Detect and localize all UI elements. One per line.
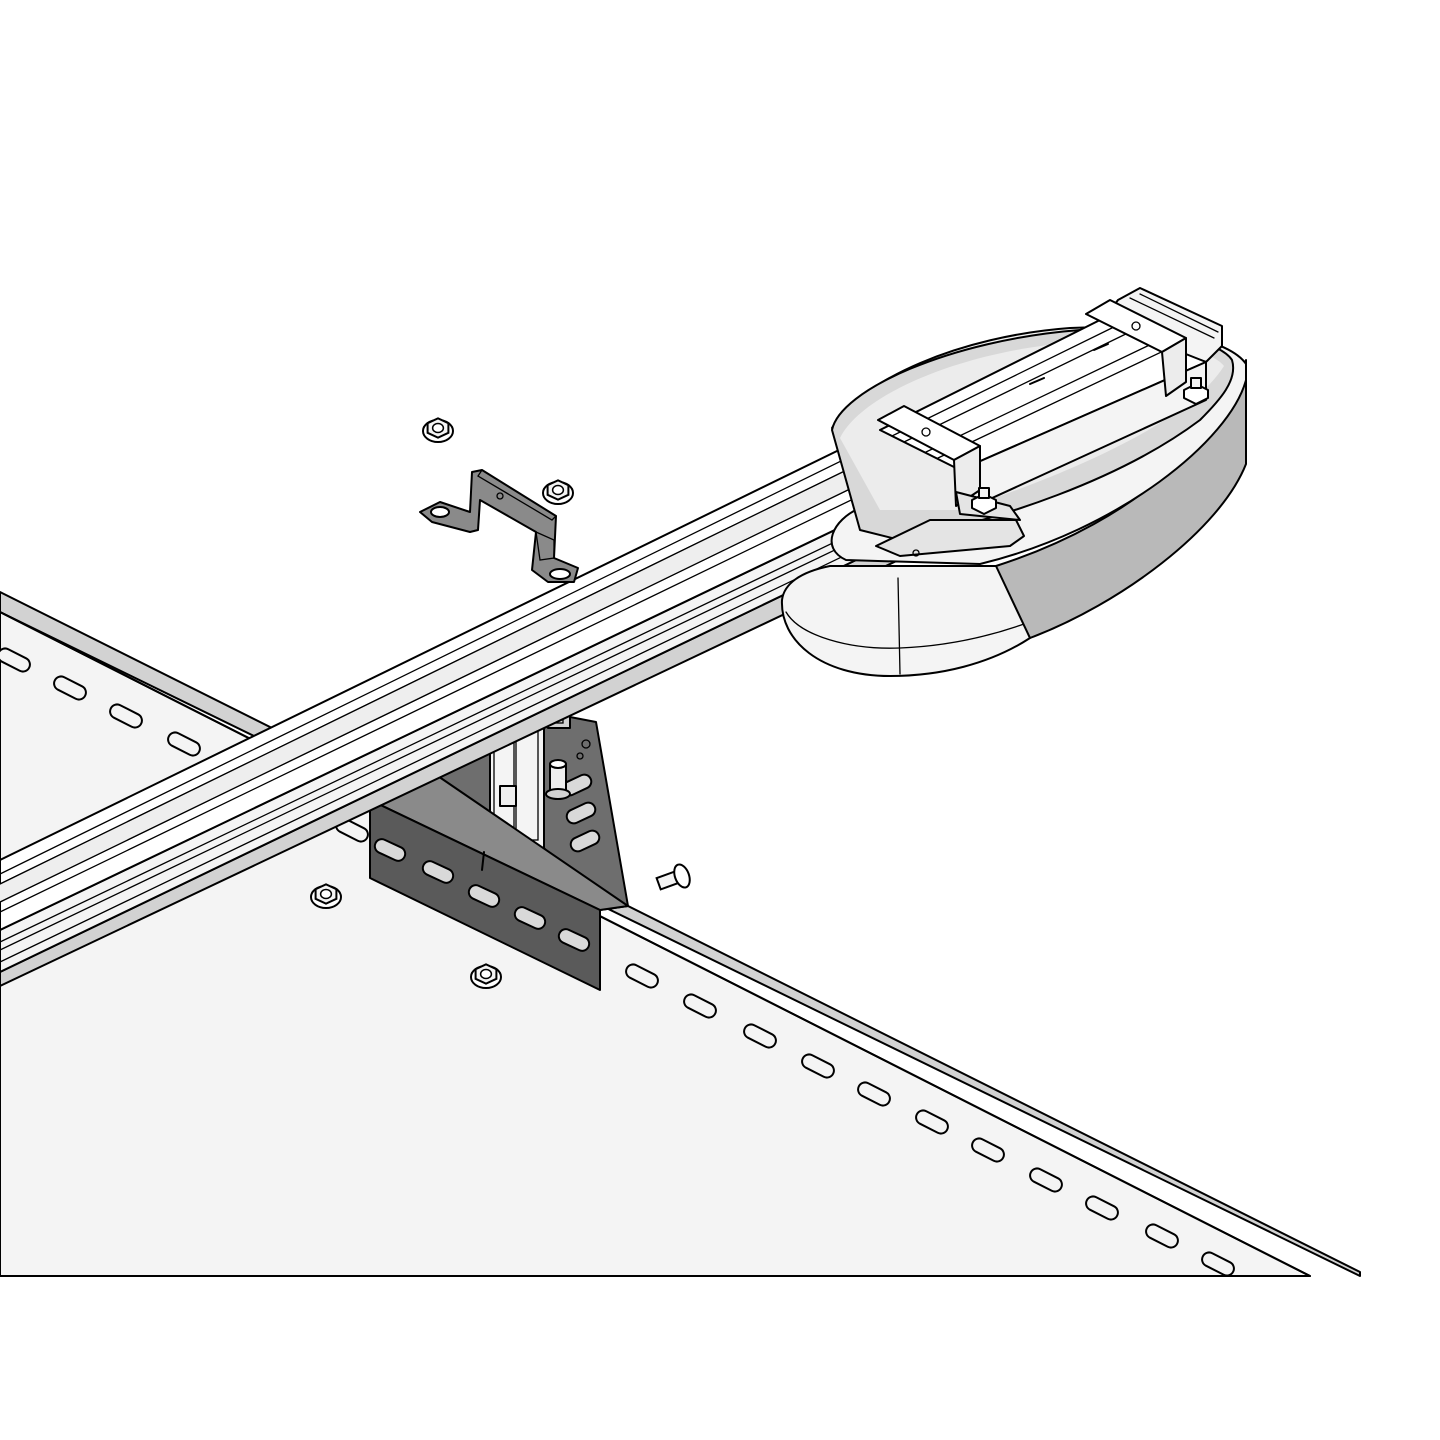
rail-slot	[683, 993, 717, 1019]
rail-slot	[971, 1137, 1005, 1163]
strap-nut-far	[1183, 377, 1209, 405]
rail-slot	[1085, 1195, 1119, 1221]
hex-nut-icon	[310, 883, 342, 909]
rail-slot	[0, 647, 31, 673]
bracket-slot	[557, 928, 591, 952]
rail-slot	[915, 1109, 949, 1135]
hex-nut-icon	[422, 417, 454, 443]
hex-nut-icon	[542, 479, 574, 505]
rail-slot	[53, 675, 87, 701]
rail-strap-far	[1085, 299, 1209, 405]
rail-slot	[167, 731, 201, 757]
bracket-slot	[467, 884, 501, 908]
bracket-slot	[421, 860, 455, 884]
u-clamp-bracket	[419, 469, 579, 583]
opener-light-cover	[780, 565, 1031, 677]
rail-slot	[801, 1053, 835, 1079]
rail-slot	[857, 1081, 891, 1107]
rail-slot	[625, 963, 659, 989]
drive-rail	[0, 429, 967, 987]
rail-slot	[1201, 1251, 1235, 1277]
rail-slots	[0, 647, 1235, 1277]
rail-strap-near	[877, 405, 1021, 521]
bracket-stud	[545, 759, 571, 800]
bolt-icon	[655, 863, 691, 891]
slotted-support-rail	[0, 591, 1361, 1277]
hex-nut-icon	[470, 963, 502, 989]
bracket-slots	[373, 838, 591, 952]
opener-motor-unit	[780, 287, 1247, 677]
rail-slot	[743, 1023, 777, 1049]
strap-nut-near	[971, 487, 997, 515]
fasteners	[310, 417, 691, 989]
bracket-slot	[513, 906, 547, 930]
bracket-slot	[373, 838, 407, 862]
rail-slot	[1029, 1167, 1063, 1193]
inner-bolt	[499, 785, 517, 807]
rail-slot	[1145, 1223, 1179, 1249]
rail-slot	[109, 703, 143, 729]
